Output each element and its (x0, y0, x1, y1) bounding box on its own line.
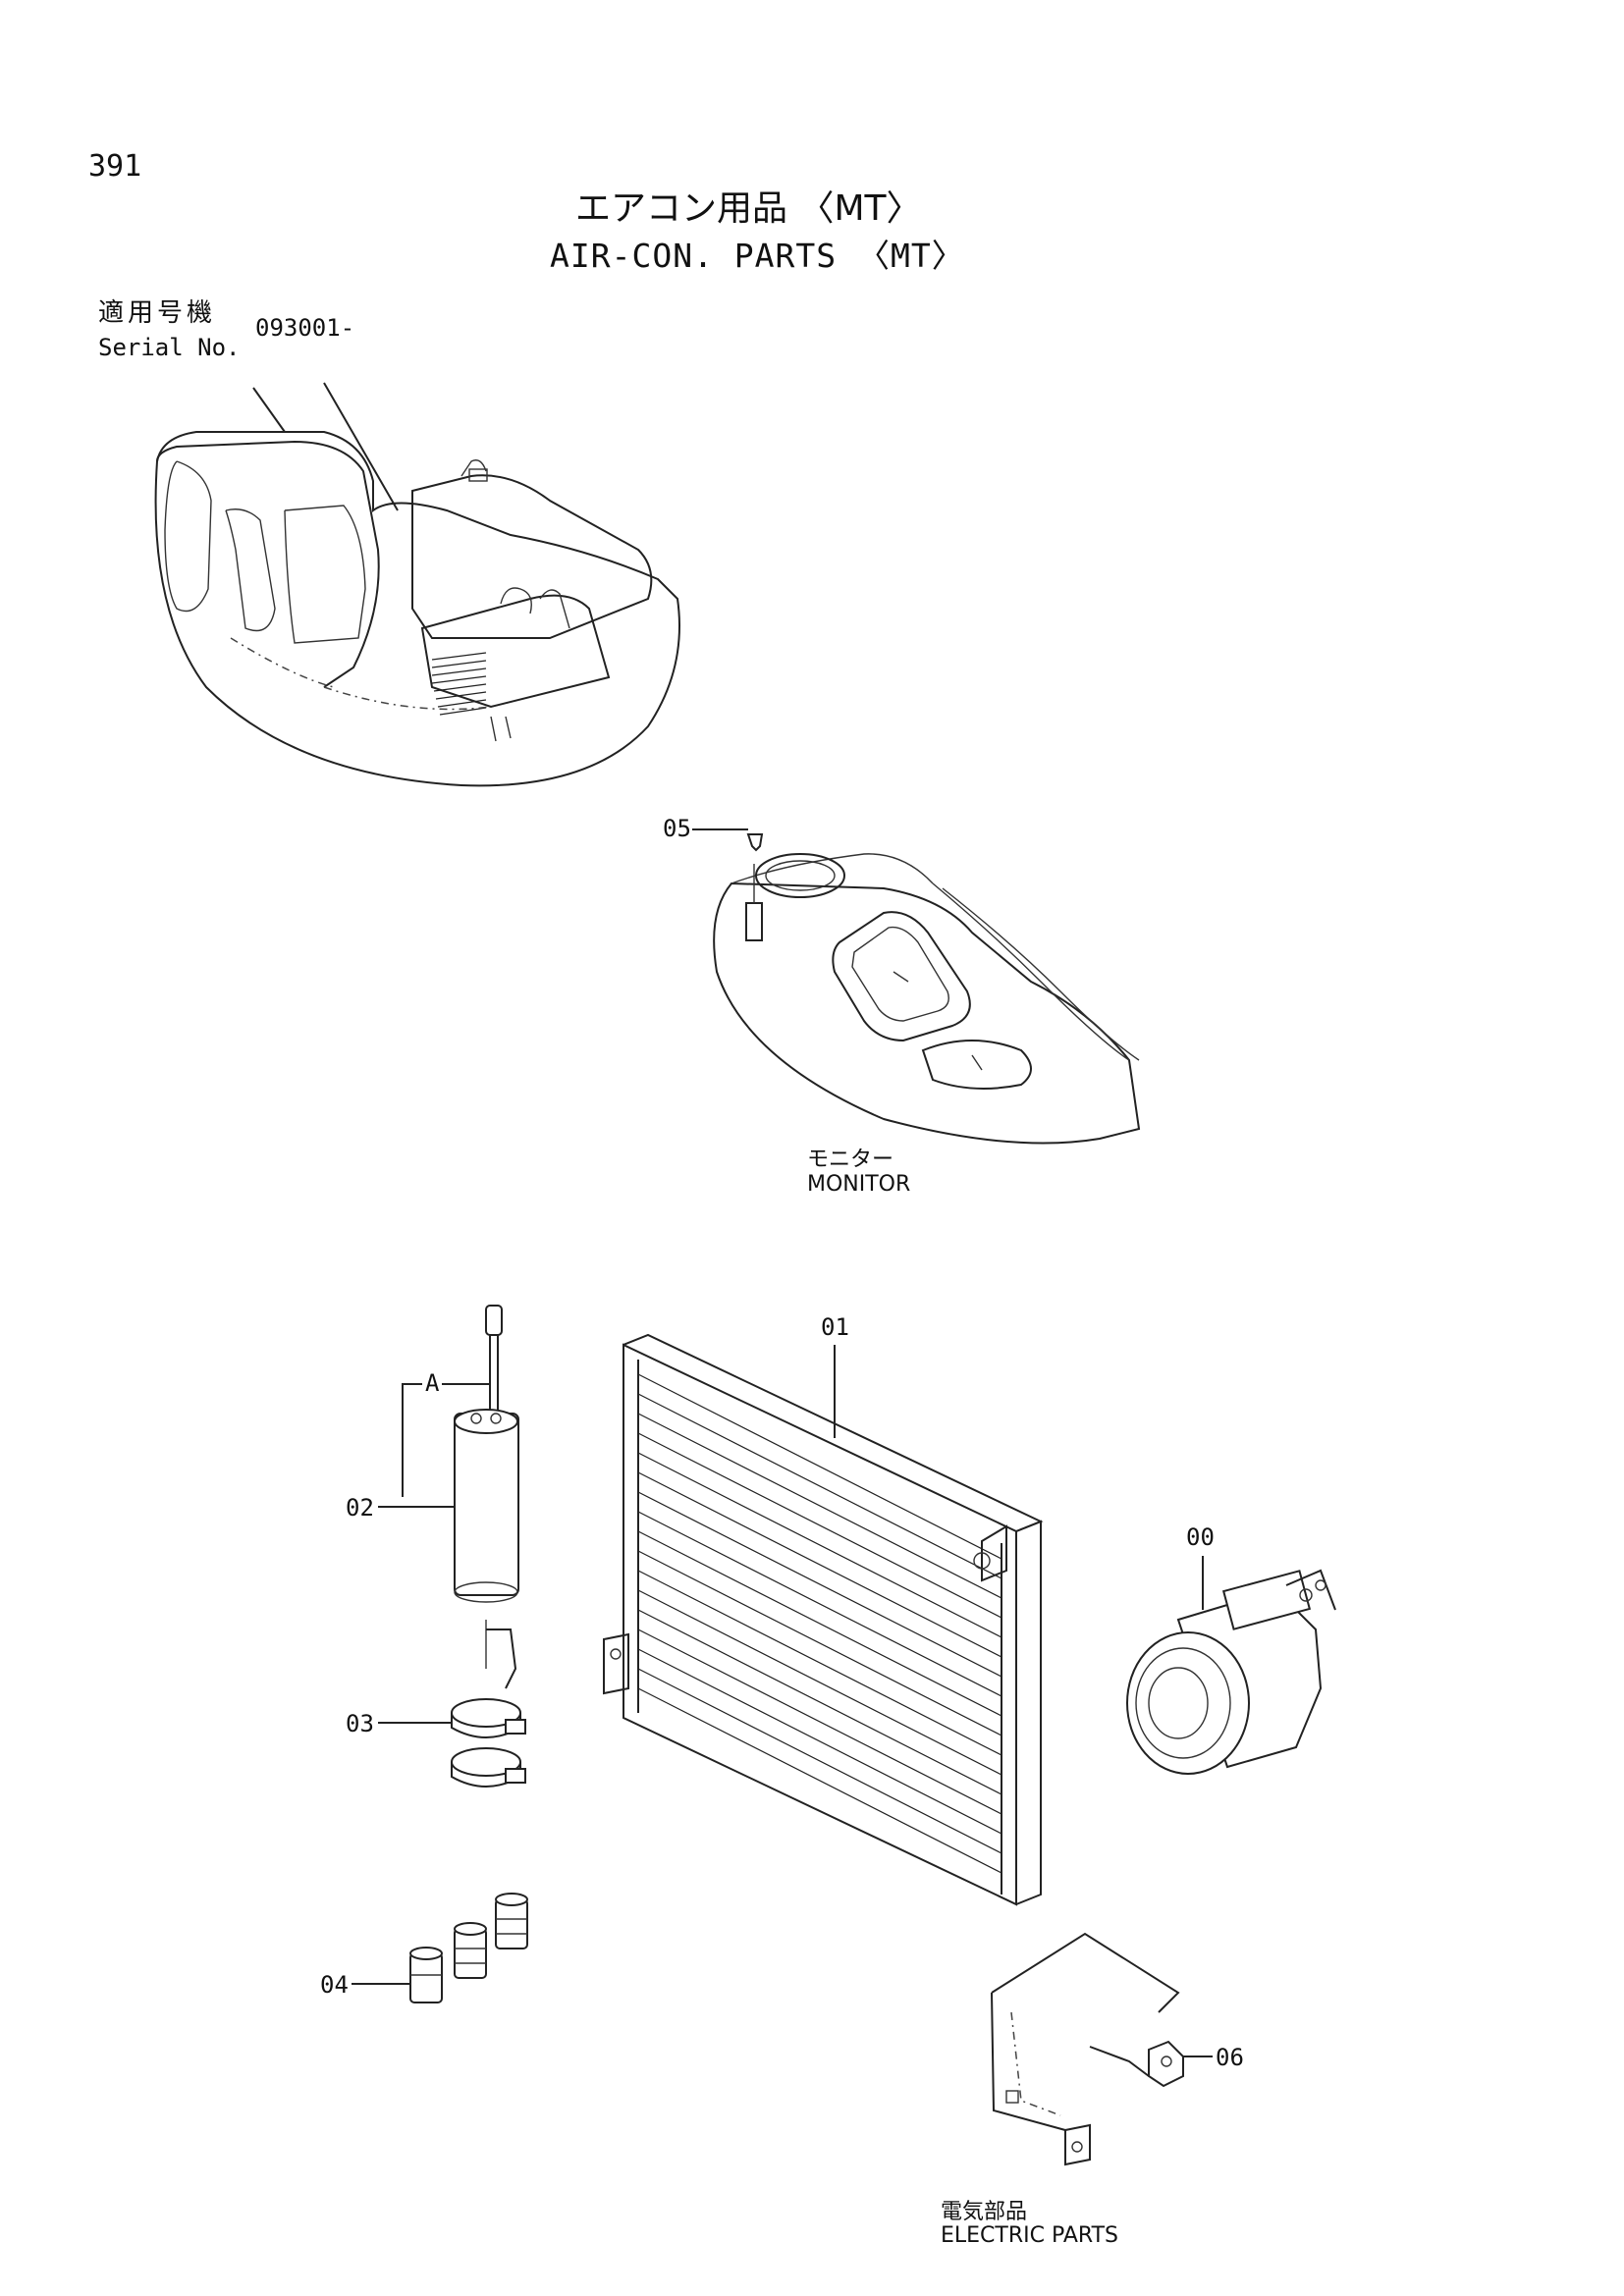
electric-parts-caption-en: ELECTRIC PARTS (941, 2223, 1118, 2248)
bracket-clamp-illustration (451, 1629, 526, 1788)
callout-00: 00 (1186, 1523, 1215, 1551)
callout-03: 03 (346, 1710, 374, 1737)
serial-label-en: Serial No. (98, 334, 241, 361)
compressor-illustration (1126, 1569, 1336, 1775)
callout-a: A (425, 1369, 440, 1397)
electric-parts-bracket-illustration (991, 1932, 1184, 2166)
receiver-dryer-illustration (454, 1305, 519, 1669)
page-title-en: AIR-CON. PARTS 〈MT〉 (550, 237, 965, 275)
condenser-illustration (603, 1333, 1044, 1906)
leader-lines (352, 828, 1213, 2057)
page-number: 391 (88, 149, 142, 184)
page-title-jp: エアコン用品 〈MT〉 (575, 188, 922, 229)
serial-number-value: 093001- (255, 314, 355, 342)
cap-set-illustration (409, 1893, 528, 2003)
callout-04: 04 (320, 1971, 349, 1999)
callout-05: 05 (663, 815, 691, 842)
monitor-panel-illustration (713, 828, 1141, 1145)
monitor-caption-jp: モニター (807, 1148, 894, 1172)
monitor-caption-en: MONITOR (807, 1172, 911, 1197)
callout-06: 06 (1216, 2044, 1244, 2071)
excavator-overview-illustration (154, 382, 680, 787)
electric-parts-caption-jp: 電気部品 (941, 2200, 1028, 2224)
serial-label-jp: 適用号機 (98, 298, 217, 328)
callout-01: 01 (821, 1313, 849, 1341)
callout-02: 02 (346, 1494, 374, 1522)
